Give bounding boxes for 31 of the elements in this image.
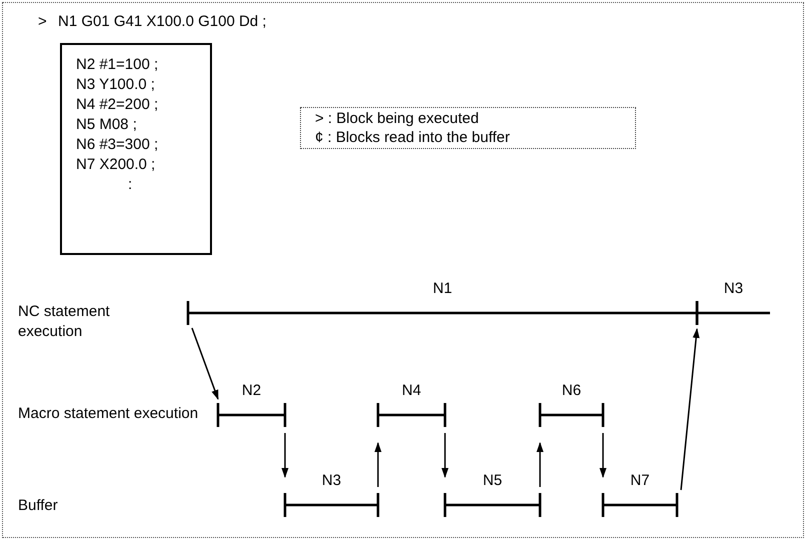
bar-label: N7 [629, 473, 651, 488]
legend-text: ¢ : Blocks read into the buffer [315, 128, 511, 147]
bar-label: N2 [240, 383, 262, 398]
program-line: N1 G01 G41 X100.0 G100 Dd ; [58, 12, 268, 32]
bar-label: N4 [400, 383, 422, 398]
bar-label: N1 [432, 281, 454, 296]
arrow [191, 328, 219, 400]
program-line: : [127, 175, 134, 195]
program-line: N2 #1=100 ; [76, 55, 160, 75]
arrow [374, 442, 382, 487]
program-line: > [38, 12, 48, 32]
arrow [282, 433, 288, 478]
legend-box [300, 107, 636, 149]
arrow [442, 433, 448, 478]
program-listing-box [60, 43, 212, 255]
program-line: N5 M08 ; [76, 115, 138, 135]
row-label: Buffer [18, 496, 59, 516]
row-label: Macro statement execution [18, 404, 200, 424]
program-line: N6 #3=300 ; [76, 135, 160, 155]
program-line: N4 #2=200 ; [76, 95, 160, 115]
legend-text: > : Block being executed [315, 109, 480, 128]
arrow [680, 328, 700, 490]
arrow [600, 433, 606, 478]
program-line: N7 X200.0 ; [76, 155, 156, 175]
bar-label: N3 [320, 473, 342, 488]
program-line: N3 Y100.0 ; [76, 75, 156, 95]
bar-label: N6 [560, 383, 582, 398]
arrow [536, 442, 544, 487]
bar-label: N3 [722, 281, 744, 296]
bar-label: N5 [482, 473, 504, 488]
row-label: NC statement execution [18, 302, 111, 342]
